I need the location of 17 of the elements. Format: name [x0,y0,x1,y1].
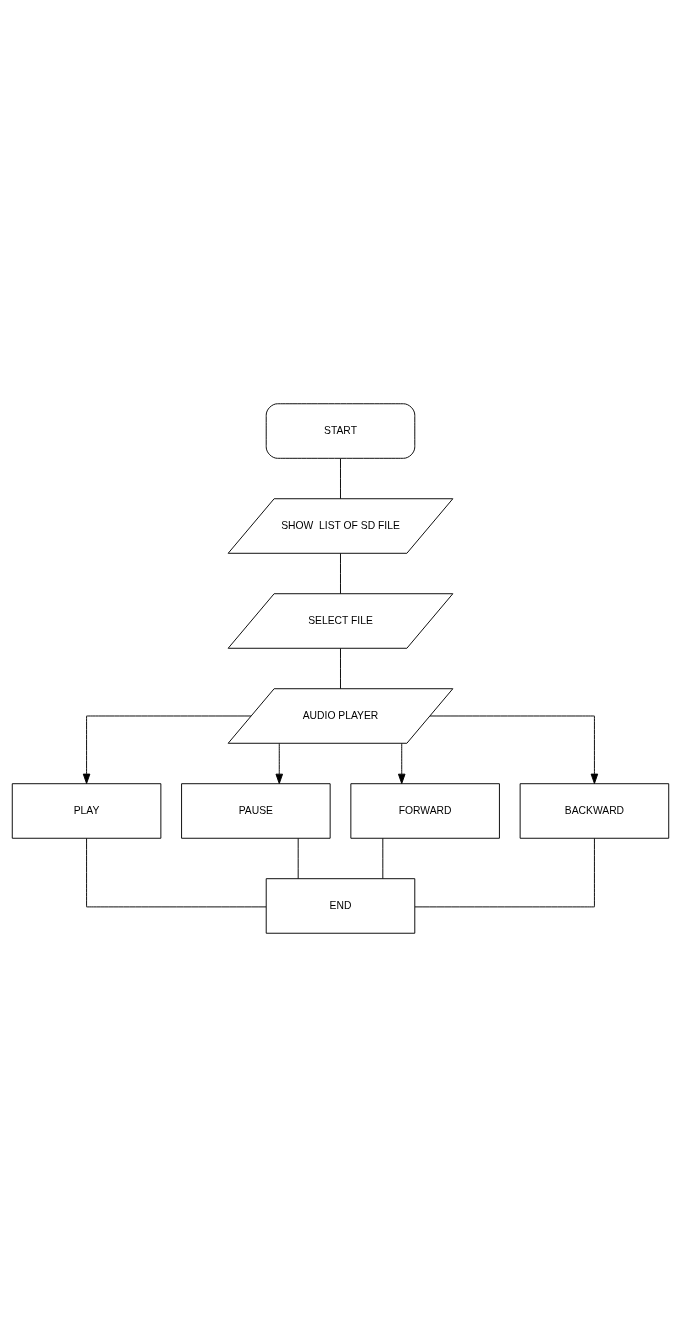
arrow [82,715,252,784]
node-box: FORWARD [350,782,500,839]
node-box: START [265,402,416,459]
connector [340,457,341,499]
connector [414,837,595,907]
connector [297,837,299,879]
node-box: PAUSE [181,782,331,839]
arrow [275,742,284,784]
node-box: BACKWARD [519,782,670,839]
node-box: PLAY [11,782,162,839]
connector [382,837,384,879]
node-box: END [265,877,416,934]
connector [340,552,341,594]
connector [86,837,267,907]
connector [340,647,341,689]
arrow [429,715,599,784]
arrow [397,742,406,784]
